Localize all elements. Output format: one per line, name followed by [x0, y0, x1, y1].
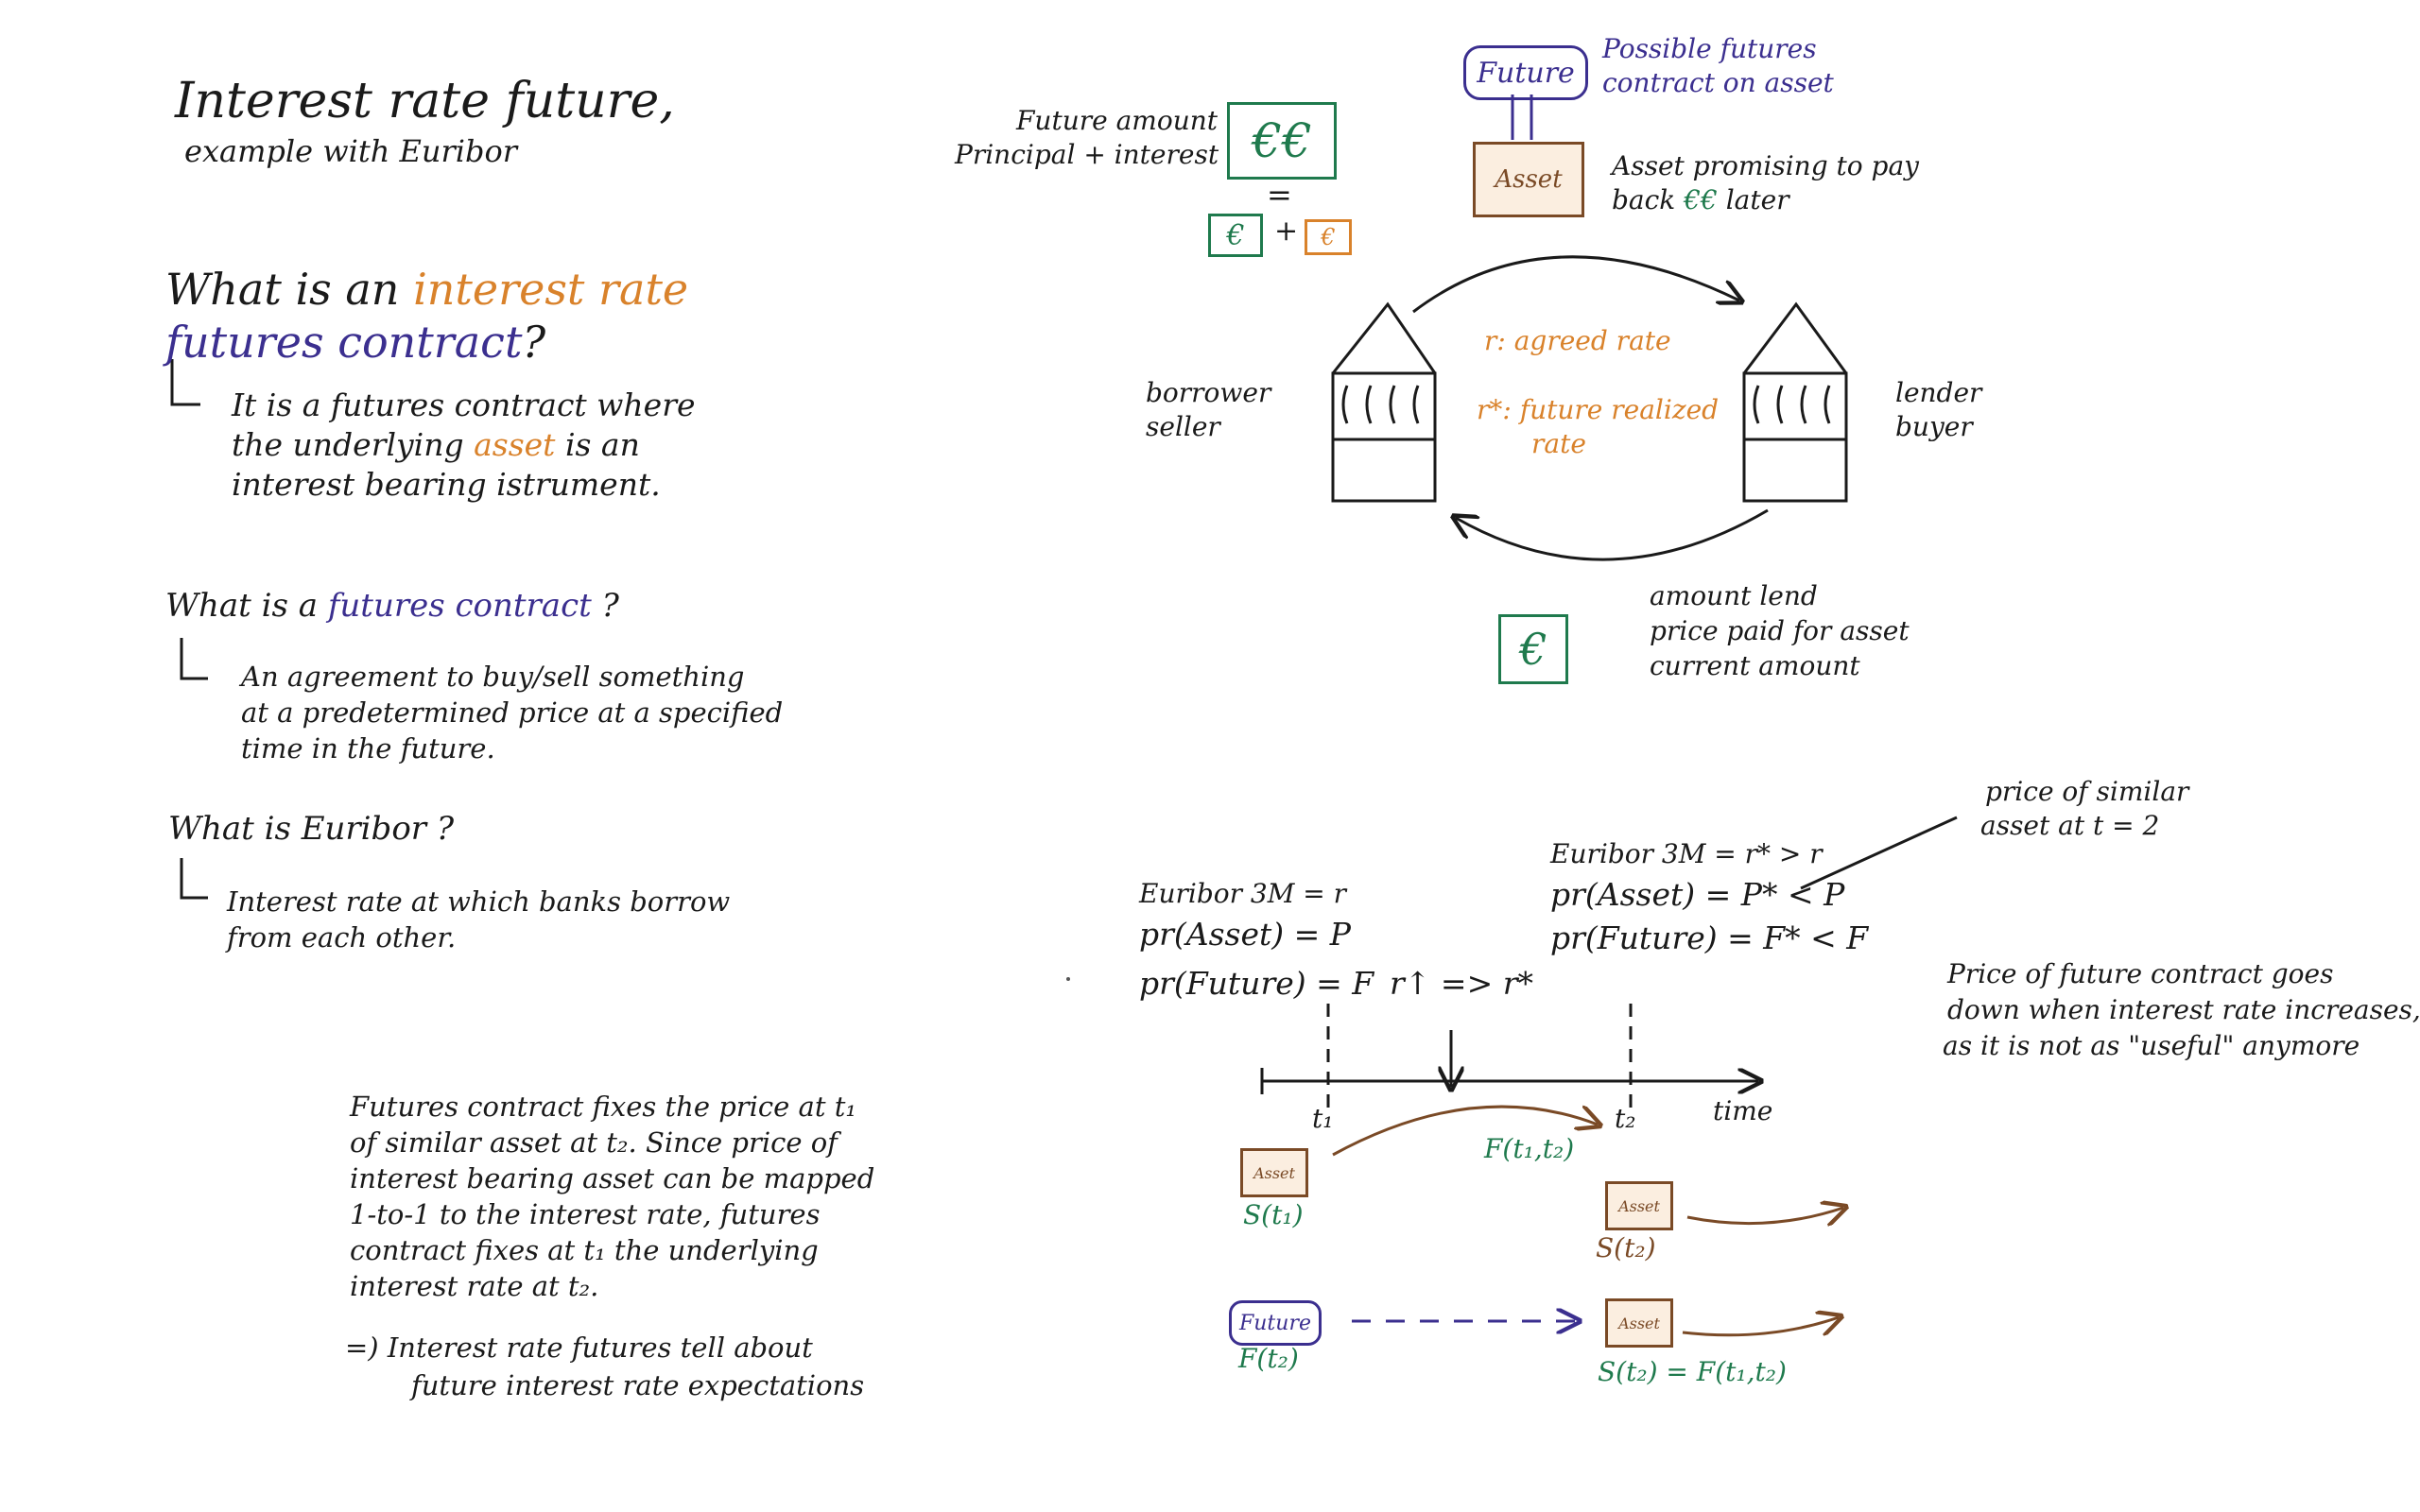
q3-answer-line2: from each other.	[227, 921, 457, 954]
q2-answer-arrow	[180, 638, 208, 680]
page-title: Interest rate future,	[175, 73, 675, 129]
q1-answer-asset: asset	[474, 426, 556, 463]
buyer-label: buyer	[1895, 411, 1973, 442]
page-subtitle: example with Euribor	[184, 133, 518, 169]
t2-label: t₂	[1615, 1103, 1636, 1134]
spot-t2-label: S(t₂)	[1596, 1232, 1656, 1263]
future-amount-label: Future amount	[1016, 105, 1219, 136]
q1-highlight-interest-rate: interest rate	[413, 264, 689, 315]
note-line2: of similar asset at t₂. Since price of	[350, 1126, 838, 1159]
q1-answer-line2: the underlying asset is an	[232, 427, 640, 463]
future-rate-line2: rate	[1531, 428, 1586, 459]
note-line3: interest bearing asset can be mapped	[350, 1162, 875, 1194]
note-line5: contract fixes at t₁ the underlying	[350, 1234, 819, 1266]
t1-label: t₁	[1312, 1103, 1334, 1134]
equals-sign: =	[1267, 177, 1292, 213]
q1-prefix: What is an	[165, 264, 400, 315]
asset-box-t1: Asset	[1240, 1148, 1308, 1197]
similar-asset-line1: price of similar	[1985, 776, 2189, 807]
side-note-line1: Price of future contract goes	[1947, 958, 2334, 989]
price-asset-t1: pr(Asset) = P	[1139, 916, 1351, 953]
future-asset-tether	[1511, 94, 1533, 140]
spot-t1-label: S(t₁)	[1243, 1199, 1304, 1230]
similar-asset-pointer	[1800, 816, 1958, 890]
q1-highlight-futures-contract: futures contract	[165, 317, 523, 368]
price-asset-t2: pr(Asset) = P* < P	[1550, 876, 1845, 913]
asset-bottom-arrow	[1682, 1317, 1839, 1337]
forward-arc	[1332, 1105, 1598, 1157]
lender-house	[1742, 301, 1848, 503]
note-conclusion-line1: =) Interest rate futures tell about	[345, 1332, 813, 1364]
q1-answer-arrow	[170, 359, 200, 406]
time-label: time	[1713, 1095, 1773, 1126]
money-flow-arrow	[1456, 508, 1769, 561]
borrower-house	[1331, 301, 1437, 503]
current-amount-label: current amount	[1650, 650, 1860, 681]
note-conclusion-line2: future interest rate expectations	[411, 1369, 865, 1401]
future-t2-label: F(t₂)	[1238, 1343, 1299, 1374]
asset-promise-line1: Asset promising to pay	[1612, 150, 1919, 181]
q1-answer-line3: interest bearing istrument.	[232, 466, 661, 503]
euro-double-box: €€	[1227, 102, 1337, 180]
q1-answer-2c: is an	[564, 426, 640, 463]
q2-answer-line2: at a predetermined price at a specified	[241, 696, 784, 729]
q2-question: What is a futures contract ?	[165, 587, 619, 625]
note-line6: interest rate at t₂.	[350, 1270, 599, 1302]
future-rate-line1: r*: future realized	[1477, 394, 1720, 425]
side-note-line3: as it is not as "useful" anymore	[1943, 1030, 2360, 1061]
contract-on-asset-label: contract on asset	[1602, 67, 1834, 98]
future-pill: Future	[1463, 45, 1588, 100]
euribor-t1: Euribor 3M = r	[1139, 878, 1347, 909]
asset-promise-back: back	[1612, 184, 1676, 215]
asset-promise-euros: €€	[1684, 184, 1718, 215]
price-future-t1: pr(Future) = F	[1139, 965, 1374, 1002]
asset-t2-arrow	[1686, 1208, 1843, 1224]
q1-answer-2a: the underlying	[232, 426, 464, 463]
similar-asset-line2: asset at t = 2	[1980, 810, 2160, 841]
forward-price-label: F(t₁,t₂)	[1484, 1133, 1575, 1164]
q2-answer-line1: An agreement to buy/sell something	[241, 661, 745, 693]
asset-box-t2: Asset	[1605, 1181, 1673, 1230]
q1-answer-line1: It is a futures contract where	[232, 387, 696, 423]
price-future-t2: pr(Future) = F* < F	[1550, 919, 1869, 956]
euribor-t2: Euribor 3M = r* > r	[1550, 838, 1823, 869]
agreed-rate-label: r: agreed rate	[1484, 325, 1671, 356]
q2-answer-line3: time in the future.	[241, 732, 495, 765]
asset-promise-later: later	[1725, 184, 1789, 215]
q3-question: What is Euribor ?	[168, 810, 455, 848]
asset-box-top: Asset	[1473, 142, 1584, 217]
note-line4: 1-to-1 to the interest rate, futures	[350, 1198, 821, 1230]
q3-answer-line1: Interest rate at which banks borrow	[227, 885, 731, 918]
plus-sign: +	[1274, 215, 1299, 248]
q1-question-line2: futures contract?	[165, 318, 545, 368]
q1-suffix: ?	[522, 317, 546, 368]
asset-promise-line2: back €€ later	[1612, 184, 1789, 215]
principal-interest-label: Principal + interest	[955, 139, 1219, 170]
borrower-label: borrower	[1146, 377, 1271, 408]
euro-lend-box: €	[1498, 614, 1568, 684]
q3-answer-arrow	[180, 858, 208, 900]
amount-lend-label: amount lend	[1650, 580, 1818, 611]
q2-prefix: What is a	[165, 587, 318, 625]
rate-shift-label: r↑ => r*	[1390, 965, 1533, 1002]
note-line1: Futures contract fixes the price at t₁	[350, 1091, 856, 1123]
side-note-line2: down when interest rate increases,	[1947, 994, 2420, 1025]
future-pill-bottom: Future	[1229, 1300, 1322, 1346]
asset-flow-arrow	[1412, 255, 1739, 314]
spot-equals-forward-label: S(t₂) = F(t₁,t₂)	[1598, 1356, 1787, 1387]
euro-principal-box: €	[1208, 214, 1263, 257]
possible-futures-label: Possible futures	[1602, 33, 1817, 64]
q2-suffix: ?	[601, 587, 619, 625]
lender-label: lender	[1895, 377, 1982, 408]
q1-question: What is an interest rate	[165, 265, 688, 315]
euro-interest-box: €	[1305, 219, 1352, 255]
price-paid-label: price paid for asset	[1650, 615, 1910, 646]
q2-highlight: futures contract	[327, 587, 592, 625]
asset-box-bottom: Asset	[1605, 1298, 1673, 1348]
seller-label: seller	[1146, 411, 1220, 442]
